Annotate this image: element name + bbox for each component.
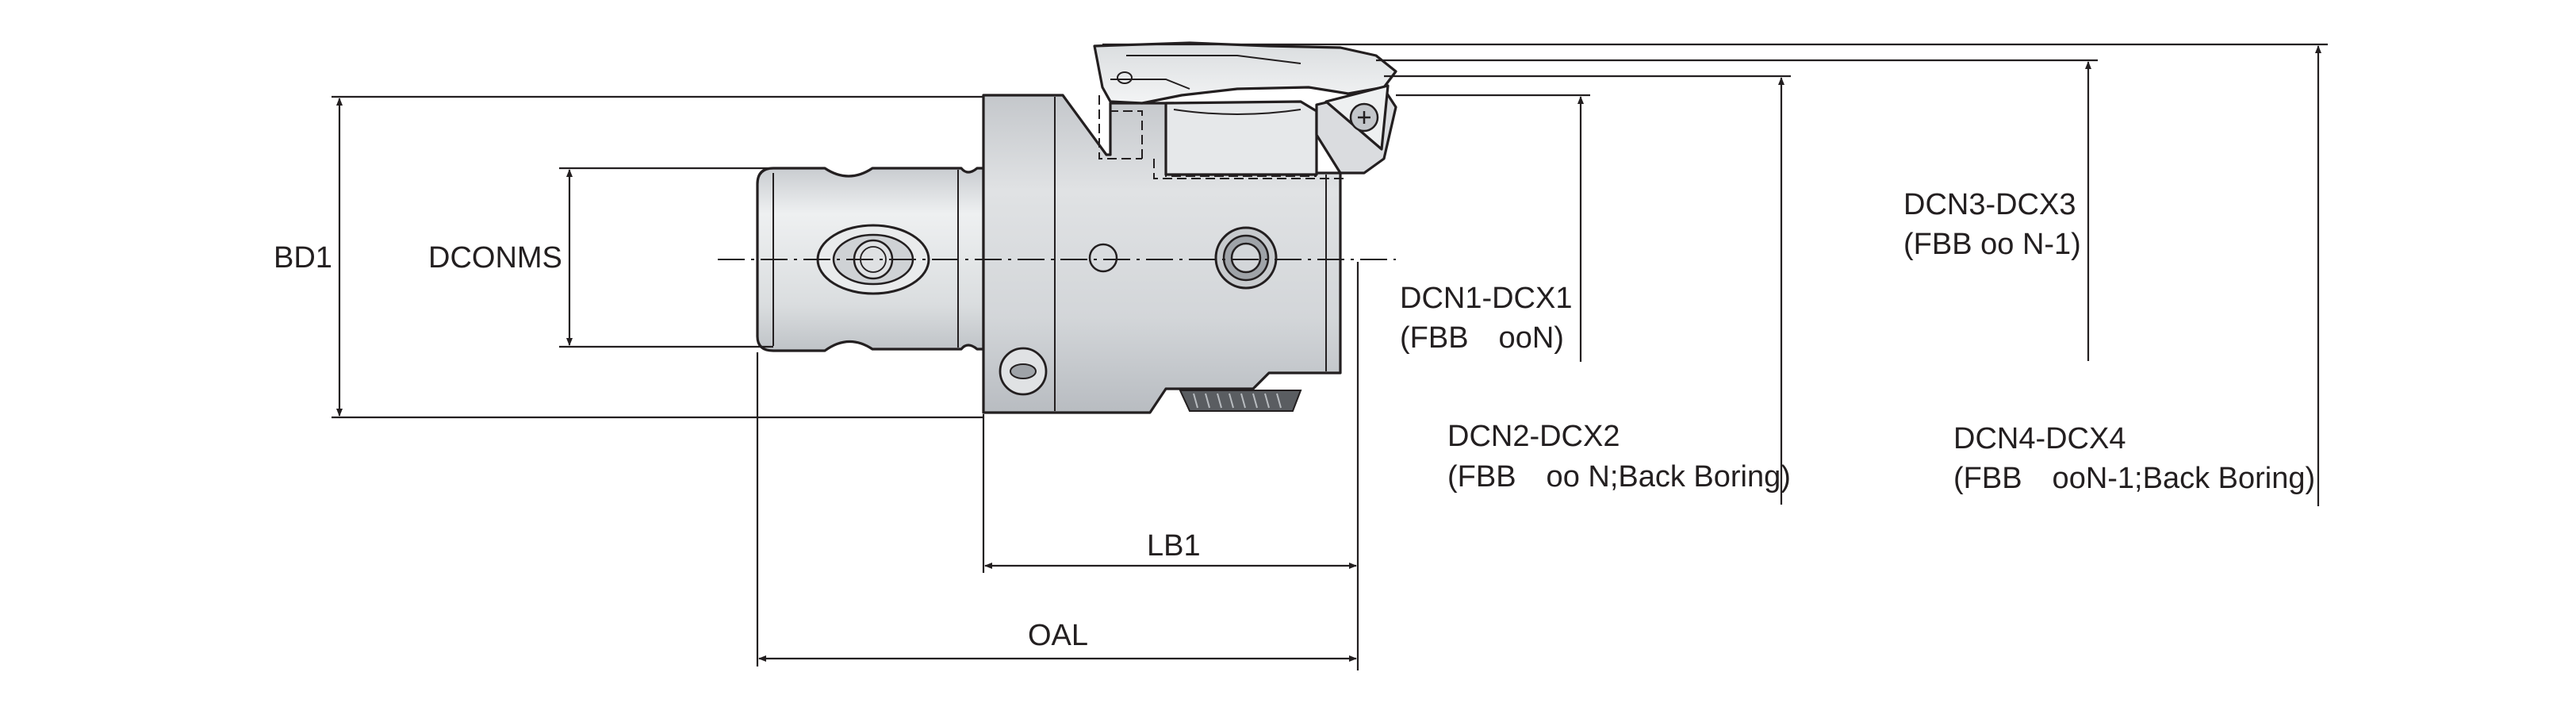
dimension-lines <box>332 43 2328 670</box>
label-dcn4-title: DCN4-DCX4 <box>1953 422 2126 455</box>
cartridge <box>1164 100 1318 176</box>
label-dcn4-sub: (FBB ooN-1;Back Boring) <box>1953 462 2315 495</box>
label-bd1: BD1 <box>274 241 332 275</box>
label-dconms: DCONMS <box>428 241 562 275</box>
cartridge-head <box>1093 41 1397 105</box>
label-dcn1-title: DCN1-DCX1 <box>1400 282 1572 315</box>
tool-assembly <box>756 41 1397 414</box>
label-lb1: LB1 <box>1147 529 1201 563</box>
coolant-screw <box>1214 226 1278 290</box>
label-oal: OAL <box>1028 619 1088 652</box>
label-dcn3-sub: (FBB oo N-1) <box>1903 228 2081 261</box>
label-dcn3-title: DCN3-DCX3 <box>1903 188 2076 221</box>
label-dcn2-sub: (FBB oo N;Back Boring) <box>1447 460 1791 494</box>
body-hole <box>1088 243 1118 273</box>
locking-screw <box>999 347 1048 396</box>
label-dcn1-sub: (FBB ooN) <box>1400 321 1564 355</box>
adjustment-ring <box>1179 390 1302 412</box>
label-dcn2-title: DCN2-DCX2 <box>1447 420 1620 453</box>
